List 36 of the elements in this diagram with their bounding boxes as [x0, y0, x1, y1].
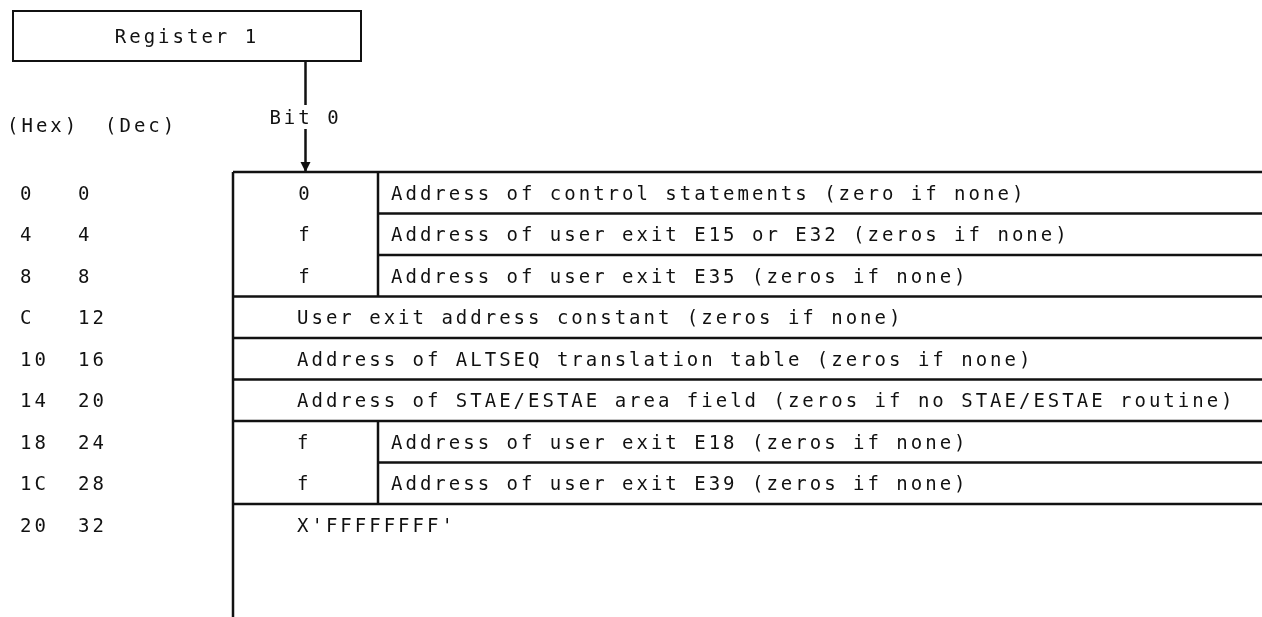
decimal-offset: 0	[78, 180, 93, 205]
field-description: User exit address constant (zeros if none)	[297, 305, 904, 330]
decimal-offset: 12	[78, 305, 107, 330]
bit-value: f	[297, 471, 312, 496]
bit-value: 0	[298, 180, 313, 205]
decimal-offset: 32	[78, 512, 107, 537]
field-description: X'FFFFFFFF'	[297, 512, 456, 537]
hex-offset: 20	[20, 512, 49, 537]
decimal-offset: 28	[78, 471, 107, 496]
hex-offset: 14	[20, 388, 49, 413]
column-header: (Dec)	[105, 113, 178, 137]
field-description: Address of user exit E39 (zeros if none)	[391, 471, 969, 496]
hex-offset: 10	[20, 346, 49, 371]
hex-offset: 0	[20, 180, 35, 205]
bit-value: f	[298, 263, 313, 288]
field-description: Address of STAE/ESTAE area field (zeros if no STAE/ESTAE routine)	[297, 388, 1236, 413]
decimal-offset: 8	[78, 263, 93, 288]
decimal-offset: 20	[78, 388, 107, 413]
field-description: Address of ALTSEQ translation table (zeros if none)	[297, 346, 1034, 371]
register-box	[12, 10, 362, 62]
field-description: Address of user exit E18 (zeros if none)	[391, 429, 969, 454]
field-description: Address of control statements (zero if none)	[391, 180, 1027, 205]
bit-value: f	[298, 222, 313, 247]
decimal-offset: 4	[78, 222, 93, 247]
hex-offset: C	[20, 305, 35, 330]
hex-offset: 18	[20, 429, 49, 454]
field-description: Address of user exit E35 (zeros if none)	[391, 263, 969, 288]
field-description: Address of user exit E15 or E32 (zeros if none)	[391, 222, 1070, 247]
hex-offset: 1C	[20, 471, 49, 496]
hex-offset: 4	[20, 222, 35, 247]
hex-offset: 8	[20, 263, 35, 288]
bit-value: f	[297, 429, 312, 454]
column-header: (Hex)	[7, 113, 80, 137]
decimal-offset: 16	[78, 346, 107, 371]
decimal-offset: 24	[78, 429, 107, 454]
register-label: Register 1	[114, 24, 260, 48]
